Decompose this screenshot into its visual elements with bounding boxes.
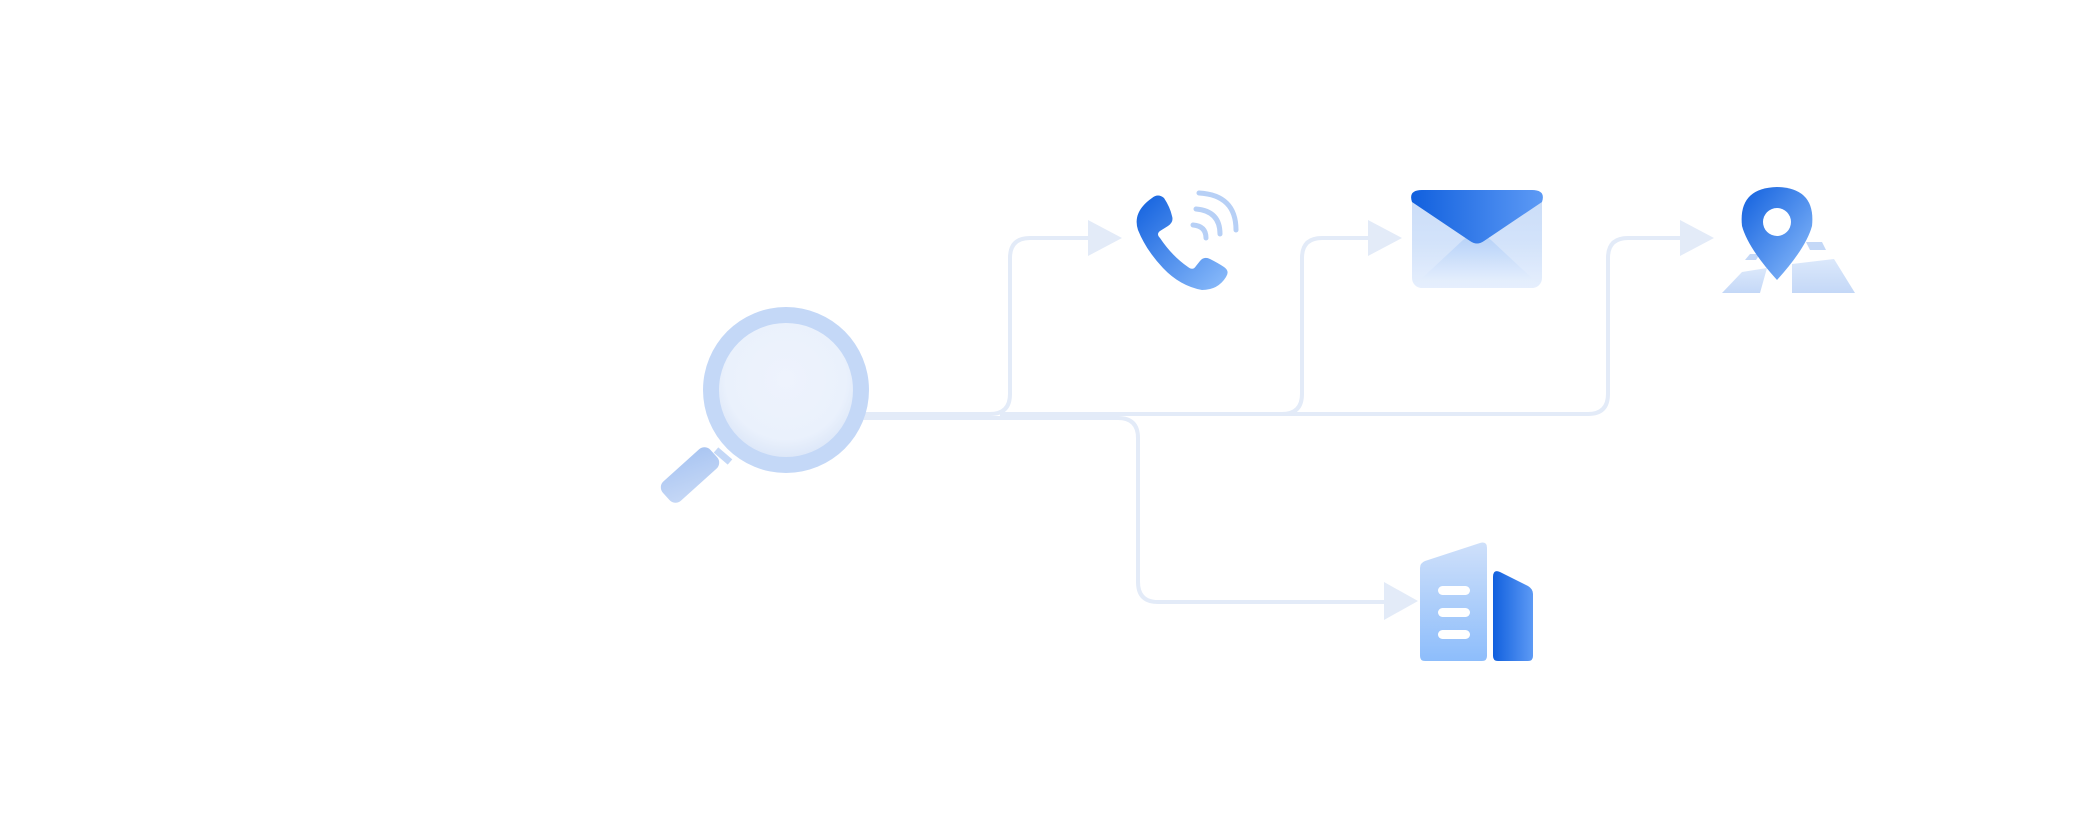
connector-to-location: [1280, 236, 1690, 416]
connector-to-phone: [860, 236, 1100, 416]
connector-to-mail: [1000, 236, 1380, 416]
arrow-to-mail-icon: [1368, 220, 1402, 256]
connector-lines: [860, 236, 1690, 604]
arrow-to-phone-icon: [1088, 220, 1122, 256]
connector-to-building: [860, 416, 1390, 604]
magnifier-icon: [660, 307, 869, 503]
arrow-heads: [1088, 220, 1714, 620]
office-building-icon: [1420, 542, 1533, 661]
mail-envelope-icon: [1411, 190, 1543, 288]
arrow-to-location-icon: [1680, 220, 1714, 256]
arrow-to-building-icon: [1384, 582, 1418, 620]
phone-call-icon: [1136, 190, 1239, 290]
map-location-icon: [1722, 187, 1855, 293]
